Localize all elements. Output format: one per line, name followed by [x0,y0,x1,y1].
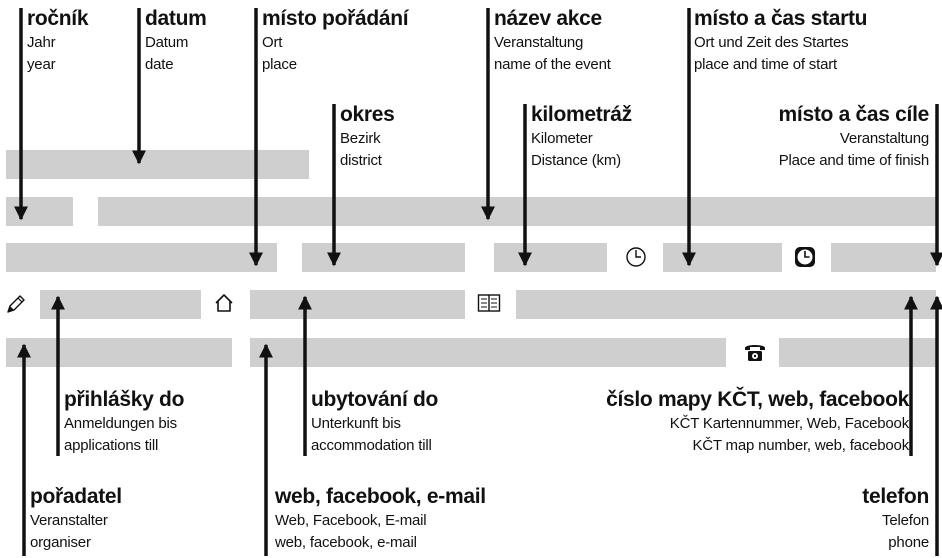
field-misto[interactable] [6,243,277,272]
label-web-de: Web, Facebook, E-mail [275,512,427,529]
pencil-icon [7,295,25,313]
field-cil[interactable] [831,243,936,272]
label-misto-de: Ort [262,34,283,51]
book-icon [477,294,501,312]
label-misto: místo pořádání Ort place [262,7,409,79]
label-km-title: kilometráž [531,103,632,126]
label-prihlasky-de: Anmeldungen bis [64,415,177,432]
label-start-de: Ort und Zeit des Startes [694,34,849,51]
clock-filled-icon [795,247,815,267]
label-datum: datum Datum date [145,8,207,79]
clock-icon [626,247,646,267]
label-nazev-de: Veranstaltung [494,34,584,51]
label-okres-title: okres [340,103,395,126]
label-rocnik-de: Jahr [27,34,56,51]
label-cil-title: místo a čas cíle [778,103,930,126]
label-okres: okres Bezirk district [340,104,395,175]
label-ubytovani-title: ubytování do [311,388,439,411]
label-km-en: Distance (km) [531,152,621,169]
label-misto-title: místo pořádání [262,7,409,30]
label-start-en: place and time of start [694,56,837,73]
label-nazev-title: název akce [494,7,602,30]
label-mapa-title: číslo mapy KČT, web, facebook [606,388,909,411]
label-km-de: Kilometer [531,130,593,147]
label-misto-en: place [262,56,297,73]
label-okres-de: Bezirk [340,130,381,147]
label-okres-en: district [340,152,382,169]
label-rocnik-title: ročník [27,7,89,30]
field-km[interactable] [494,243,607,272]
label-ubytovani-de: Unterkunft bis [311,415,401,432]
label-nazev: název akce Veranstaltung name of the eve… [494,8,611,79]
field-prihlasky[interactable] [40,290,201,319]
label-prihlasky-title: přihlášky do [64,388,185,411]
label-poradatel-en: organiser [30,534,91,551]
label-ubytovani-en: accommodation till [311,437,432,454]
label-datum-en: date [145,56,174,73]
label-ubytovani: ubytování do Unterkunft bis accommodatio… [311,389,438,460]
label-prihlasky-en: applications till [64,437,159,454]
label-web-en: web, facebook, e-mail [275,534,417,551]
label-start-title: místo a čas startu [694,7,868,30]
field-datum[interactable] [6,150,309,179]
label-cil: místo a čas cíle Veranstaltung Place and… [778,103,930,175]
house-icon [215,294,233,312]
label-telefon-en: phone [888,534,929,551]
field-web[interactable] [250,338,726,367]
label-rocnik-en: year [27,56,56,73]
label-start: místo a čas startu Ort und Zeit des Star… [694,8,867,79]
label-mapa: číslo mapy KČT, web, facebook KČT Karten… [606,389,909,460]
field-ubytovani[interactable] [250,290,465,319]
label-poradatel-title: pořadatel [30,485,122,508]
label-mapa-de: KČT Kartennummer, Web, Facebook [669,415,909,432]
label-cil-en: Place and time of finish [778,152,929,169]
field-mapa[interactable] [516,290,936,319]
label-telefon: telefon Telefon phone [862,486,929,557]
label-rocnik: ročník Jahr year [27,7,89,79]
field-poradatel[interactable] [6,338,232,367]
field-nazev[interactable] [98,197,936,226]
label-web: web, facebook, e-mail Web, Facebook, E-m… [275,486,486,557]
label-web-title: web, facebook, e-mail [275,485,486,508]
label-datum-de: Datum [145,34,189,51]
label-nazev-en: name of the event [494,56,611,73]
label-poradatel-de: Veranstalter [30,512,108,529]
label-prihlasky: přihlášky do Anmeldungen bis application… [64,389,184,460]
label-telefon-de: Telefon [882,512,929,529]
label-telefon-title: telefon [862,485,929,508]
label-mapa-en: KČT map number, web, facebook [692,437,909,454]
label-poradatel: pořadatel Veranstalter organiser [30,486,122,557]
label-datum-title: datum [145,7,207,30]
label-cil-de: Veranstaltung [839,130,929,147]
label-km: kilometráž Kilometer Distance (km) [531,104,632,175]
telephone-icon [745,345,765,361]
